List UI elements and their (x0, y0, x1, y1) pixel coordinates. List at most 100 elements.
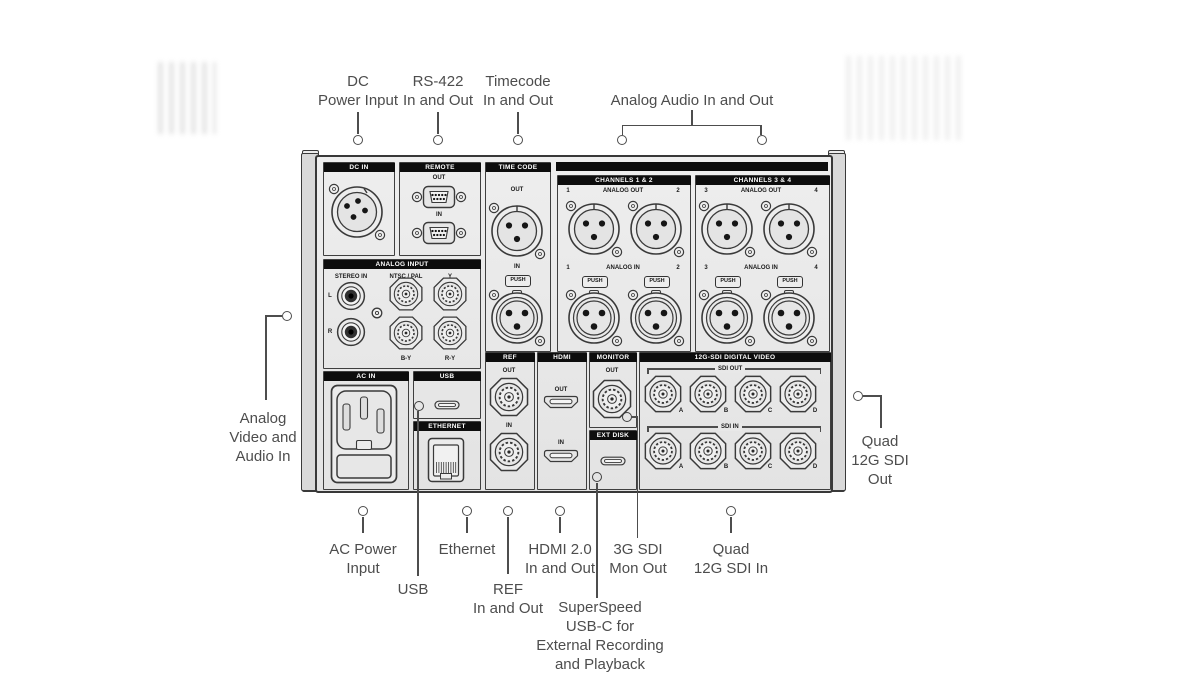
push-latch: PUSH (582, 276, 608, 288)
channels-1-2-header: CHANNELS 1 & 2 (557, 175, 691, 185)
monitor-callout-ring (621, 411, 632, 422)
bnc-icon (643, 374, 683, 414)
remote-header: REMOTE (399, 162, 481, 172)
ch12-out-1: 1 (566, 188, 570, 194)
sdi-out-b: B (723, 408, 729, 414)
xlr-female-icon (623, 285, 689, 351)
xlr-female-icon (694, 285, 760, 351)
bnc-icon (643, 431, 683, 471)
xlr-female-icon (484, 285, 550, 351)
channels-3-4-header: CHANNELS 3 & 4 (695, 175, 830, 185)
xlr-male-icon (694, 196, 760, 262)
callout-line (760, 124, 762, 135)
ch34-analog-in-label: ANALOG IN (744, 265, 778, 271)
bnc-icon (733, 374, 773, 414)
ext-disk-header: EXT DISK (589, 430, 637, 440)
callout-pin (502, 505, 513, 516)
hdmi-out-label: OUT (554, 387, 568, 393)
ethernet-section: ETHERNET (413, 421, 481, 490)
db9-icon (410, 220, 468, 246)
callout-line (631, 416, 638, 418)
xlr-male-icon (484, 198, 550, 264)
callout-line (559, 517, 561, 533)
xlr-male-icon (756, 196, 822, 262)
y-label: Y (447, 274, 452, 280)
dc-in-section: DC IN (323, 162, 395, 256)
sdi-in-group-label: SDI IN (718, 422, 742, 431)
callout-pin (554, 505, 565, 516)
push-latch: PUSH (505, 275, 531, 287)
hdmi-section: HDMI (537, 352, 587, 490)
push-latch: PUSH (644, 276, 670, 288)
callout-line (265, 315, 267, 401)
ch12-out-2: 2 (676, 188, 680, 194)
sdi-out-d: D (812, 408, 818, 414)
watermark-blob (158, 62, 216, 134)
hdmi-header: HDMI (537, 352, 587, 362)
usbc-port-icon (434, 400, 460, 410)
iec-inlet-icon (330, 384, 398, 484)
callout-line (621, 124, 762, 126)
ch12-in-1: 1 (566, 265, 570, 271)
sdi-in-d: D (812, 464, 818, 470)
callout-pin (461, 505, 472, 516)
ac-in-section: AC IN (323, 371, 409, 490)
monitor-section: MONITOR (589, 352, 637, 428)
bnc-icon (432, 276, 468, 312)
analog-input-section: ANALOG INPUT (323, 259, 481, 369)
channels-3-4-section: CHANNELS 3 & 4 (695, 175, 830, 352)
sdi-in-c: C (767, 464, 773, 470)
analog-input-header: ANALOG INPUT (323, 259, 481, 269)
callout-pin (756, 134, 767, 145)
monitor-out-label: OUT (605, 368, 619, 374)
sdi-out-bracket-tick (647, 368, 649, 374)
xlr-female-icon (756, 285, 822, 351)
callout-line (880, 395, 882, 429)
callout-ethernet: Ethernet (438, 541, 496, 558)
xlr-male-icon (623, 196, 689, 262)
callout-line (596, 483, 598, 598)
callout-line (362, 517, 364, 533)
rca-jack-icon (336, 317, 366, 347)
callout-pin (357, 505, 368, 516)
callout-line (437, 112, 439, 134)
callout-usb: USB (397, 581, 429, 598)
by-label: B-Y (400, 356, 412, 362)
ref-header: REF (485, 352, 535, 362)
ch12-in-2: 2 (676, 265, 680, 271)
bnc-icon (591, 378, 633, 420)
timecode-out-label: OUT (510, 187, 524, 193)
push-latch: PUSH (777, 276, 803, 288)
screw-icon (371, 307, 383, 319)
bnc-icon (488, 376, 530, 418)
remote-out-label: OUT (432, 175, 446, 181)
sdi-in-b: B (723, 464, 729, 470)
dc-in-header: DC IN (323, 162, 395, 172)
rca-r-label: R (327, 329, 333, 335)
callout-analog-audio: Analog Audio In and Out (610, 92, 774, 109)
sdi-out-c: C (767, 408, 773, 414)
sdi-out-bracket-tick (819, 368, 821, 374)
timecode-section: TIME CODE (485, 162, 551, 352)
ntsc-pal-label: NTSC / PAL (389, 274, 423, 280)
push-latch: PUSH (715, 276, 741, 288)
ext-disk-section: EXT DISK (589, 430, 637, 490)
rca-jack-icon (336, 281, 366, 311)
timecode-in-label: IN (514, 264, 520, 270)
ch34-in-4: 4 (814, 265, 818, 271)
callout-pin (725, 505, 736, 516)
bnc-icon (688, 374, 728, 414)
callout-line (357, 112, 359, 134)
sdi-in-bracket-tick (647, 426, 649, 432)
hdmi-port-icon (543, 449, 579, 463)
callout-pin (352, 134, 363, 145)
xlr-4pin-icon (324, 179, 390, 245)
rj45-icon (427, 437, 465, 483)
hdmi-in-label: IN (558, 440, 564, 446)
bnc-icon (388, 276, 424, 312)
